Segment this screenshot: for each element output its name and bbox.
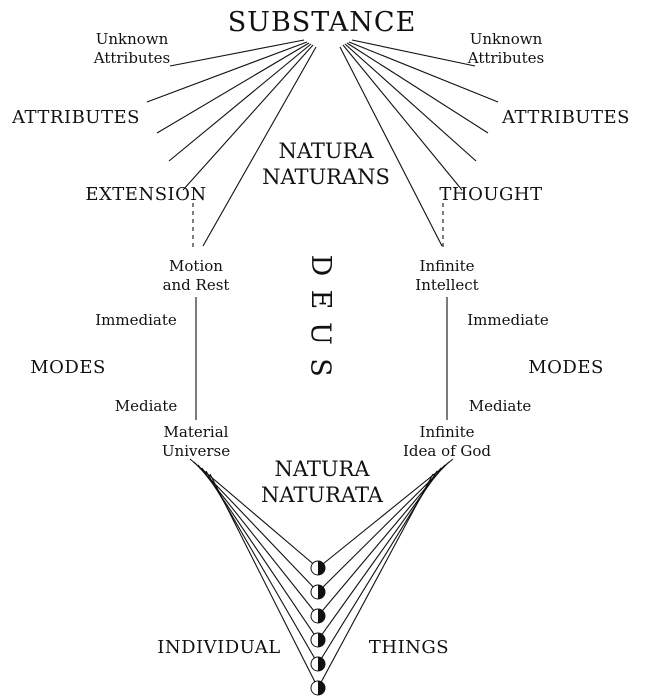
- mediate-left-label: Mediate: [114, 397, 178, 415]
- infinite-idea-of-god-label: Infinite Idea of God: [402, 423, 492, 460]
- half-filled-node: [310, 656, 326, 672]
- unknown-attributes-right-label: Unknown Attributes: [467, 30, 545, 67]
- deus-letter: U: [304, 322, 336, 345]
- individual-things-nodes: [310, 560, 326, 696]
- unknown-attributes-left-label: Unknown Attributes: [93, 30, 171, 67]
- deus-vertical-label: D E U S: [304, 252, 336, 381]
- modes-left-label: MODES: [30, 357, 106, 378]
- half-filled-node: [310, 584, 326, 600]
- deus-letter: E: [304, 289, 336, 310]
- fan-lines-right: [339, 39, 499, 247]
- infinite-intellect-label: Infinite Intellect: [415, 257, 479, 294]
- motion-and-rest-label: Motion and Rest: [162, 257, 230, 294]
- immediate-left-label: Immediate: [95, 311, 177, 329]
- thought-label: THOUGHT: [439, 184, 543, 205]
- substance-label: SUBSTANCE: [227, 7, 417, 38]
- natura-naturata-label: NATURA NATURATA: [261, 457, 383, 508]
- things-label: THINGS: [368, 637, 450, 658]
- half-filled-node: [310, 608, 326, 624]
- converging-lines-right: [317, 458, 454, 689]
- deus-letter: D: [304, 254, 336, 277]
- fan-lines-left: [146, 39, 317, 247]
- attributes-left-label: ATTRIBUTES: [12, 107, 140, 128]
- deus-letter: S: [304, 358, 336, 377]
- material-universe-label: Material Universe: [161, 423, 231, 460]
- immediate-right-label: Immediate: [467, 311, 549, 329]
- mediate-right-label: Mediate: [468, 397, 532, 415]
- converging-lines-left: [189, 458, 319, 689]
- half-filled-node: [310, 632, 326, 648]
- natura-naturans-label: NATURA NATURANS: [262, 139, 390, 190]
- attributes-right-label: ATTRIBUTES: [502, 107, 630, 128]
- half-filled-node: [310, 560, 326, 576]
- individual-label: INDIVIDUAL: [157, 637, 281, 658]
- half-filled-node: [310, 680, 326, 696]
- modes-right-label: MODES: [528, 357, 604, 378]
- extension-label: EXTENSION: [85, 184, 207, 205]
